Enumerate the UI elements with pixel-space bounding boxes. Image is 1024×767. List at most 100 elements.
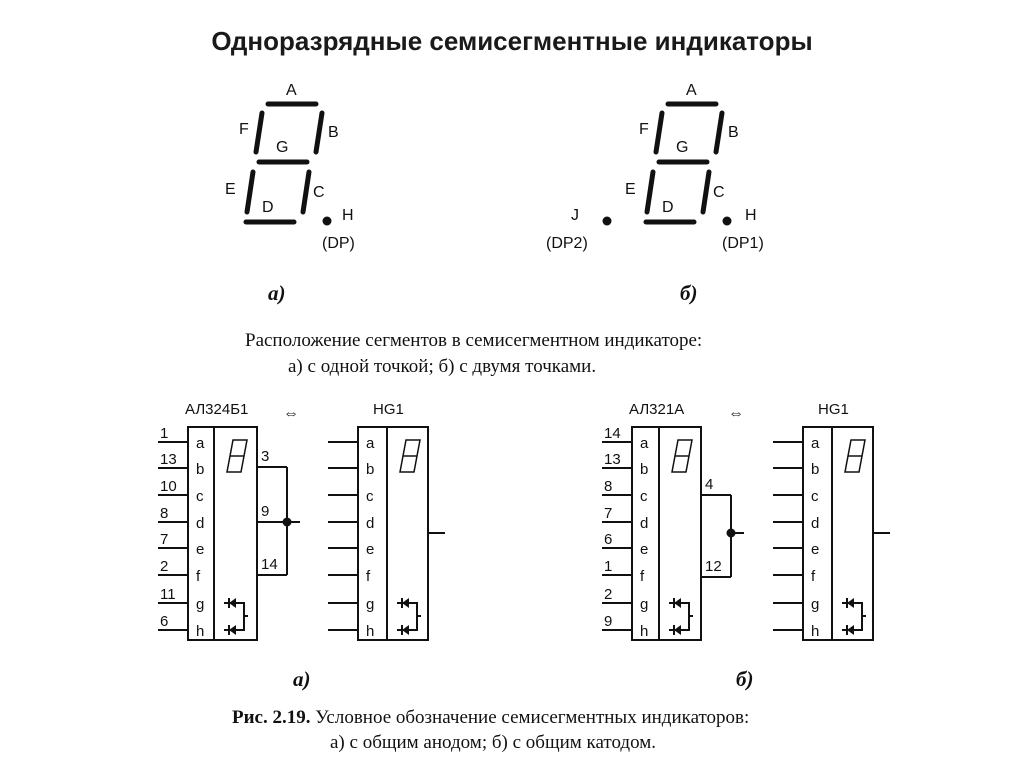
segment-letter: d <box>811 515 819 532</box>
part-number: АЛ324Б1 <box>185 401 248 418</box>
pin-number: 2 <box>604 586 612 603</box>
segment-letter: c <box>811 488 819 505</box>
pin-number: 8 <box>604 478 612 495</box>
reference-designator: HG1 <box>818 401 849 418</box>
segment-letter: c <box>640 488 648 505</box>
segment-letter: g <box>811 596 819 613</box>
segment-c <box>700 169 712 215</box>
segment-b <box>313 110 325 155</box>
part-number: АЛ321А <box>629 401 684 418</box>
label-d: D <box>262 199 274 216</box>
figure-number: Рис. 2.19. <box>232 707 311 728</box>
label-b: B <box>328 124 339 141</box>
common-pin-number: 4 <box>705 476 713 493</box>
label-f: F <box>239 121 249 138</box>
segment-letter: f <box>196 568 201 585</box>
segment-e <box>244 169 256 215</box>
segment-letter: e <box>811 541 819 558</box>
pin-number: 1 <box>604 558 612 575</box>
segment-letter: d <box>366 515 374 532</box>
segment-letter: h <box>811 623 819 640</box>
segment-letter: a <box>366 435 375 452</box>
label-e: E <box>625 181 636 198</box>
label-g: G <box>676 139 688 156</box>
segment-letter: e <box>196 541 204 558</box>
label-e: E <box>225 181 236 198</box>
equivalence-arrow-icon: ⇔ <box>283 405 299 422</box>
pin-number: 6 <box>160 613 168 630</box>
segment-letter: c <box>366 488 374 505</box>
label-c: C <box>713 184 725 201</box>
diode-icon <box>402 598 409 608</box>
diagram-label-a: а) <box>268 281 286 305</box>
digit-8-icon <box>844 439 866 473</box>
diode-bracket <box>411 602 421 631</box>
segment-letter: f <box>640 568 645 585</box>
figure-caption-text: Условное обозначение семисегментных инди… <box>311 707 750 728</box>
diode-icon <box>847 598 854 608</box>
pin-number: 10 <box>160 478 177 495</box>
pin-number: 7 <box>160 531 168 548</box>
segment-letter: f <box>811 568 816 585</box>
figure-caption-line1: Рис. 2.19. Условное обозначение семисегм… <box>232 707 749 728</box>
decimal-point-dot-2 <box>602 216 612 226</box>
segment-letter: e <box>366 541 374 558</box>
label-c: C <box>313 184 325 201</box>
pin-number: 14 <box>604 425 621 442</box>
segment-c <box>300 169 312 215</box>
diode-icon <box>674 598 681 608</box>
segment-f <box>253 110 265 155</box>
label-d: D <box>662 199 674 216</box>
diagram-label-b: б) <box>680 281 697 305</box>
label-f: F <box>639 121 649 138</box>
segment-letter: b <box>640 461 648 478</box>
indicator-body <box>187 426 258 641</box>
schematic-common-anode: АЛ324Б1⇔HG1a1b13c10d8e7f2g11h63914abcdef… <box>158 401 445 641</box>
segments <box>602 101 732 226</box>
decimal-point-dot <box>322 216 332 226</box>
diode-icon <box>402 625 409 635</box>
segment-letter: a <box>811 435 820 452</box>
segment-letter: f <box>366 568 371 585</box>
segment-letter: b <box>196 461 204 478</box>
common-pin-number: 14 <box>261 556 278 573</box>
pin-number: 11 <box>160 586 176 603</box>
reference-designator: HG1 <box>373 401 404 418</box>
label-j: J <box>571 207 579 224</box>
pin-number: 13 <box>604 451 621 468</box>
seven-segment-diagram-b: A F B G E C D H (DP1) J (DP2) <box>546 82 764 252</box>
segment-letter: h <box>196 623 204 640</box>
segment-f <box>653 110 665 155</box>
diode-icon <box>229 598 236 608</box>
diode-bracket <box>238 602 248 631</box>
decimal-point-dot-1 <box>722 216 732 226</box>
pin-number: 13 <box>160 451 177 468</box>
segment-letter: a <box>640 435 649 452</box>
digit-8-icon <box>671 439 693 473</box>
pin-number: 2 <box>160 558 168 575</box>
diode-bracket <box>856 602 866 631</box>
caption-segments-line2: а) с одной точкой; б) с двумя точками. <box>288 356 596 377</box>
pin-number: 9 <box>604 613 612 630</box>
digit-8-icon <box>226 439 248 473</box>
diode-icon <box>674 625 681 635</box>
segment-letter: g <box>640 596 648 613</box>
pin-number: 8 <box>160 505 168 522</box>
label-dp: (DP) <box>322 235 355 252</box>
schematic-label-b: б) <box>736 667 753 691</box>
segment-letter: c <box>196 488 204 505</box>
segment-letter: d <box>196 515 204 532</box>
segment-letter: b <box>811 461 819 478</box>
segment-letter: g <box>196 596 204 613</box>
segments <box>243 101 332 226</box>
segment-e <box>644 169 656 215</box>
segment-letter: g <box>366 596 374 613</box>
common-pin-number: 9 <box>261 503 269 520</box>
segment-letter: b <box>366 461 374 478</box>
segment-letter: d <box>640 515 648 532</box>
slide-title: Одноразрядные семисегментные индикаторы <box>211 26 812 56</box>
